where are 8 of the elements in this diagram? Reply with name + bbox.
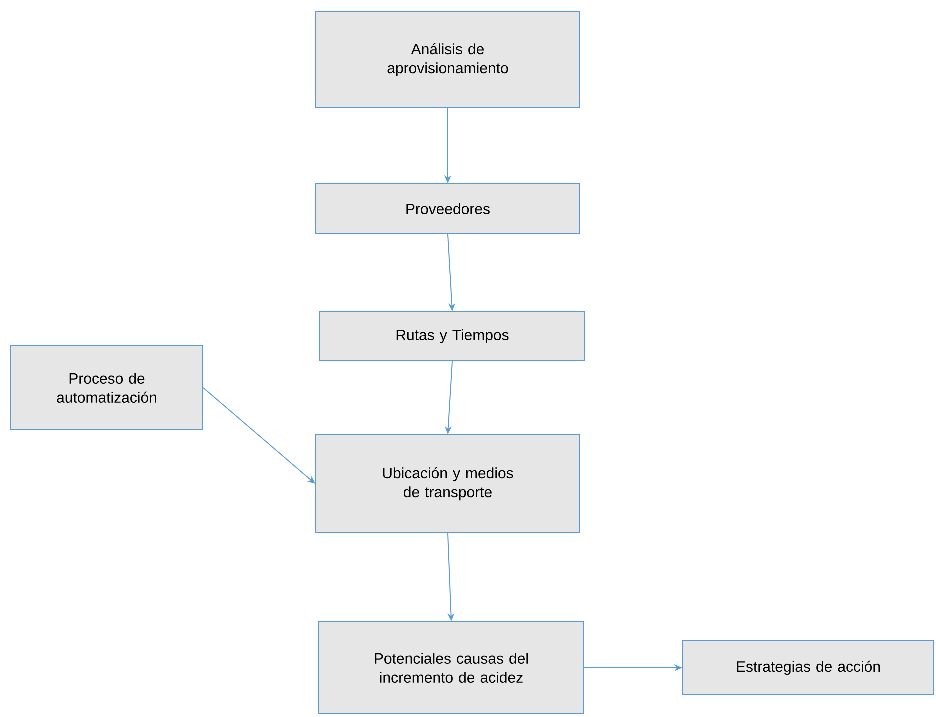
process-box: Estrategias de acción <box>682 640 935 696</box>
arrow <box>203 388 316 484</box>
process-box: Proceso de automatización <box>10 346 204 430</box>
process-box: Potenciales causas del incremento de acidez <box>318 622 584 714</box>
process-box: Proveedores <box>316 184 580 234</box>
process-box: Rutas y Tiempos <box>320 312 586 362</box>
process-box: Análisis de aprovisionamiento <box>316 12 580 108</box>
process-box: Ubicación y medios de transporte <box>316 434 580 534</box>
